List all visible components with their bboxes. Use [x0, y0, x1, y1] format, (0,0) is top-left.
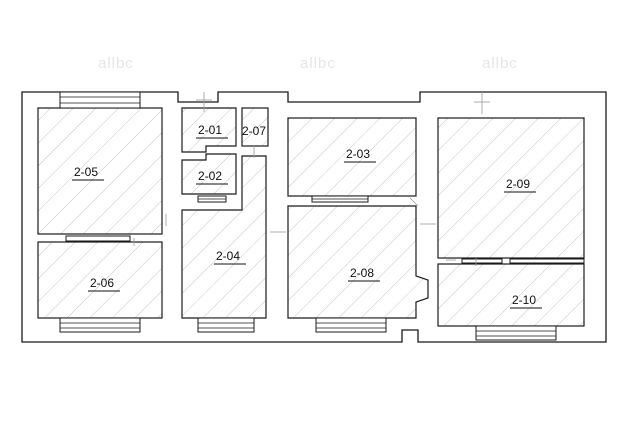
room-label-2-06: 2-06	[90, 276, 114, 290]
room-label-2-03: 2-03	[346, 147, 370, 161]
room-label-2-10: 2-10	[512, 293, 536, 307]
rooms	[37, 107, 585, 327]
room-2-01	[181, 107, 237, 153]
room-2-05	[37, 107, 163, 235]
room-label-2-04: 2-04	[216, 249, 240, 263]
watermark: allbc	[98, 55, 134, 72]
room-2-10	[437, 263, 585, 327]
room-2-09	[437, 117, 585, 259]
window	[59, 317, 141, 333]
room-label-2-08: 2-08	[350, 266, 374, 280]
room-2-07	[241, 107, 269, 147]
window	[197, 317, 255, 333]
room-2-04	[181, 155, 267, 319]
window	[59, 91, 141, 109]
window	[475, 325, 557, 341]
room-2-08	[287, 205, 429, 319]
watermark: allbc	[482, 55, 518, 72]
window	[65, 235, 131, 242]
room-label-2-09: 2-09	[506, 177, 530, 191]
watermarks: allbc allbc allbc	[98, 55, 518, 72]
window	[315, 317, 387, 333]
room-label-2-01: 2-01	[198, 123, 222, 137]
room-2-06	[37, 241, 163, 319]
room-labels: 2-05 2-06 2-01 2-02 2-07 2-04 2-03 2-08 …	[72, 123, 542, 309]
room-label-2-07: 2-07	[242, 124, 266, 138]
door-openings	[133, 92, 490, 266]
window	[509, 258, 585, 264]
room-label-2-02: 2-02	[198, 169, 222, 183]
room-label-2-05: 2-05	[74, 165, 98, 179]
room-2-03	[287, 117, 417, 197]
windows	[59, 91, 585, 341]
watermark: allbc	[300, 55, 336, 72]
window	[461, 258, 503, 264]
